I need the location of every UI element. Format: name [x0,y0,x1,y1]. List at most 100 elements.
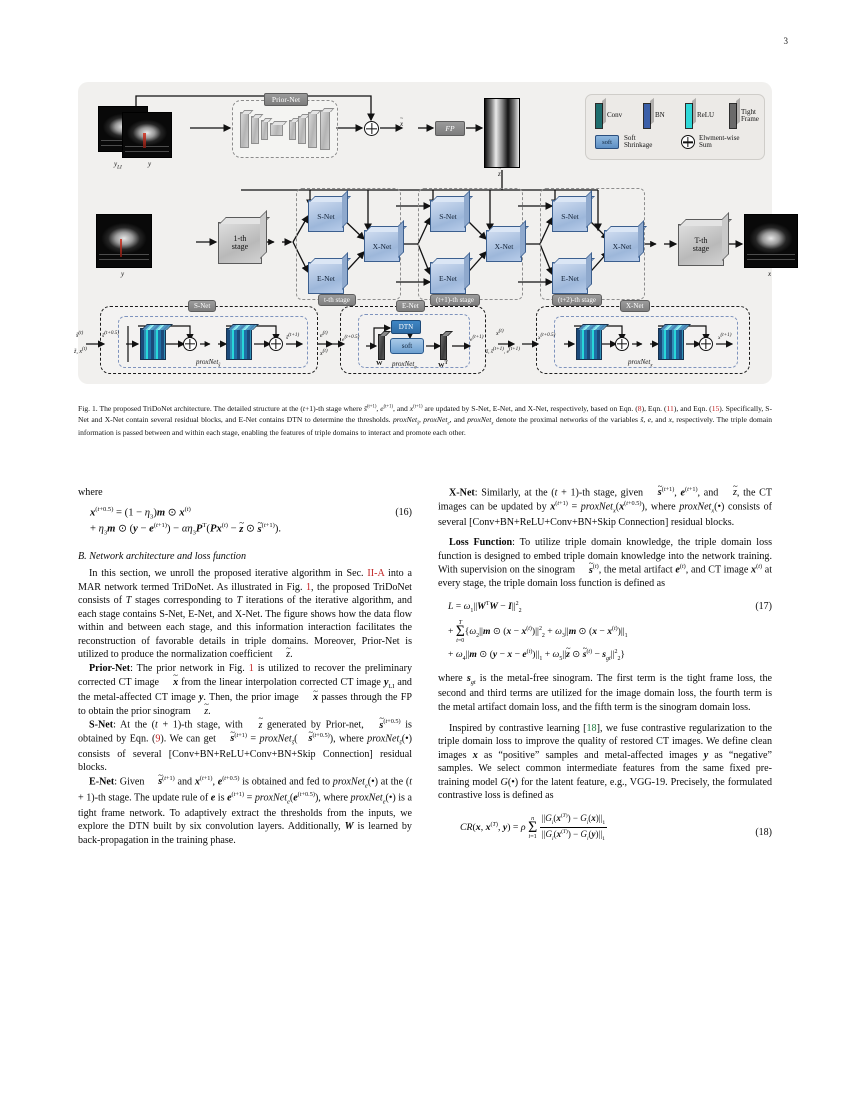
enet-w-label: W [376,360,383,367]
unet-block [320,110,330,150]
legend-label-sum-1: Elwment-wise [699,134,740,142]
equation-17-number: (17) [755,600,772,612]
caption-ref-8[interactable]: 8 [637,404,642,413]
enet-soft-box: soft [390,338,424,354]
xnet-conv-block-1 [576,328,602,360]
bn-swatch [643,103,651,129]
enet-out-label: e(t+1) [470,334,484,343]
xnet-input-bot: z̃, s̃(t+1), e(t+1) [486,346,520,355]
enet-wt-label: WT [438,360,448,370]
figure-1: yLI y Prior-Net ~x FP ~z Conv BN ReLU [74,82,798,384]
stage-first-line1: 1-th [233,233,247,243]
snet-out-label: s̃(t+1) [286,332,300,341]
figure-caption: Fig. 1. The proposed TriDoNet architectu… [78,404,772,437]
stage-last: T-th stage [678,224,724,266]
left-column: where (16) x(t+0.5) = (1 − η3)m ⊙ x(t) +… [78,486,412,847]
ref-sec-ii-a[interactable]: II-A [367,568,385,580]
xnet-cube-t: X-Net [364,230,400,262]
xnet-out-label: x(t+1) [718,332,732,341]
ref-fig-1[interactable]: 1 [305,581,312,593]
caption-ref-11[interactable]: 11 [666,404,674,413]
ref-eqn-9[interactable]: 9 [155,733,161,745]
unet-block [240,112,249,148]
legend-label-tight-frame-2: Frame [741,115,759,123]
xnet-sum-icon-1 [615,337,629,351]
right-column: X-Net: Similarly, at the (t + 1)-th stag… [438,481,772,853]
legend-item-tight-frame: Tight Frame [729,103,759,129]
input-image-y-main [96,214,152,268]
snet-sum-icon-1 [183,337,197,351]
section-heading-b: B. Network architecture and loss functio… [78,550,247,562]
tight-frame-swatch [729,103,737,129]
caption-ref-15[interactable]: 15 [711,404,720,413]
xnet-sum-icon-2 [699,337,713,351]
relu-swatch [685,103,693,129]
ref-18[interactable]: 18 [586,722,597,734]
unet-block [298,116,306,144]
ref-fig-1b[interactable]: 1 [248,663,254,675]
legend-item-bn: BN [643,103,665,129]
unet-block [261,120,268,140]
unet-block [308,112,317,148]
equation-16: (16) x(t+0.5) = (1 − η3)m ⊙ x(t) + η3m ⊙… [90,505,412,537]
snet-mid-label: s̃(t+0.5) [102,330,120,339]
sinogram-image [484,98,520,168]
snet-input-top: s̃(t) [76,330,84,339]
input-image-y [122,112,172,158]
label-x-out: x [768,270,772,278]
label-yli: yLI [114,160,122,171]
caption-label: Fig. 1. [78,404,98,413]
label-y-top: y [148,160,152,168]
xnet-input-top: x(t) [496,328,504,337]
xnet-conv-block-2 [658,328,684,360]
snet-cube-t: S-Net [308,200,344,232]
detail-title-snet: S-Net [188,300,217,312]
enet-cube-t1: E-Net [430,262,466,294]
page-number: 3 [783,36,789,46]
legend-label-bn: BN [655,111,665,120]
where-label: where [78,487,103,498]
xnet-cube-t1: X-Net [486,230,522,262]
dtn-box: DTN [391,320,421,334]
snet-input-bot: z̃, x(t) [74,346,87,355]
s-net-title: S-Net [89,719,114,731]
paragraph-s-net: S-Net: At the (t + 1)-th stage, with ~z … [78,713,412,774]
prox-panel-enet [358,314,470,368]
stage-last-line2: stage [692,244,710,253]
loss-function-title: Loss Function [449,537,513,549]
xnet-cube-t2: X-Net [604,230,640,262]
figure-legend: Conv BN ReLU Tight Frame soft Soft Shrin… [585,94,765,160]
label-y-main: y [121,270,125,278]
soft-chip: soft [595,135,619,150]
detail-panel-xnet [536,306,750,374]
paragraph-contrastive: Inspired by contrastive learning [18], w… [438,722,772,802]
legend-label-soft-1: Soft [624,134,636,142]
element-wise-sum-icon [681,135,695,150]
legend-item-conv: Conv [595,103,622,129]
enet-cube-t2: E-Net [552,262,588,294]
snet-cube-t1: S-Net [430,200,466,232]
legend-label-conv: Conv [607,111,623,120]
enet-input-top: e(t) [320,330,328,339]
detail-title-xnet: X-Net [620,300,650,312]
element-wise-sum-icon [364,121,379,136]
unet-block [289,120,296,140]
conv-swatch [595,103,603,129]
legend-label-soft-2: Shrinkage [624,141,653,150]
legend-item-soft-shrinkage: soft Soft Shrinkage [595,134,653,150]
paragraph-prior-net: Prior-Net: The prior network in Fig. 1 i… [78,663,412,717]
enet-prox-label: proxNete [392,360,417,371]
stage-tag-t: t-th stage [318,294,356,306]
prior-net-title: Prior-Net [89,663,131,675]
enet-mid-label: e(t+0.5) [342,334,360,343]
e-net-title: E-Net [89,776,115,788]
snet-conv-block-1 [140,328,166,360]
stage-first-line2: stage [231,242,249,251]
equation-18-number: (18) [755,826,772,838]
legend-item-sum: Elwment-wise Sum [681,134,740,150]
stage-first: 1-th stage [218,222,262,264]
stage-last-line1: T-th [694,235,708,245]
unet-block [270,123,283,136]
enet-input-bot: x(t) [320,348,328,357]
